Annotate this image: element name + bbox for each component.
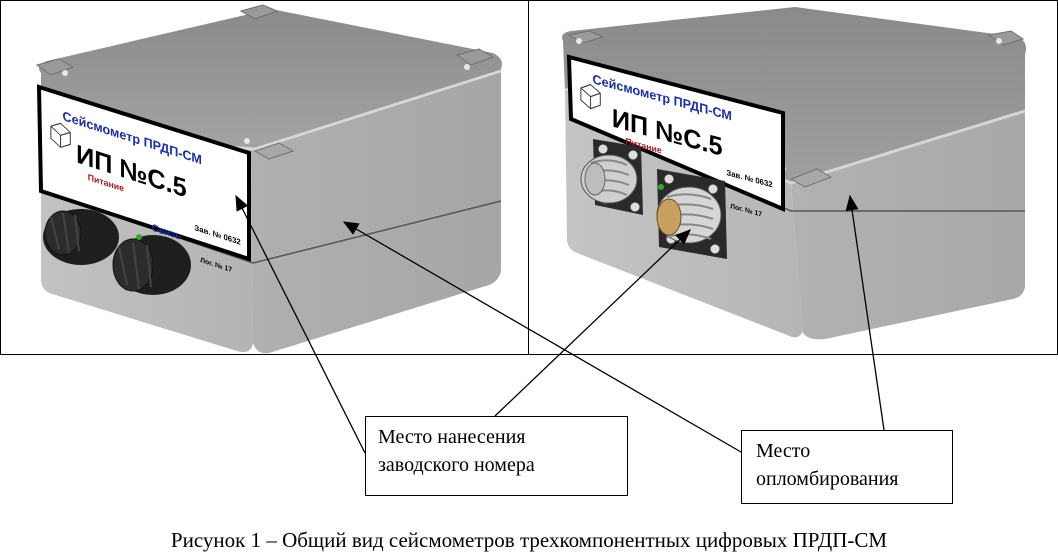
callout-serial-line1: Место нанесения bbox=[378, 426, 526, 448]
connector-power bbox=[580, 139, 643, 215]
cable-gland-left bbox=[43, 209, 119, 265]
seismometer-left-view: Сейсмометр ПРДП-СМ ИП №С.5 Питание Связь… bbox=[35, 4, 502, 354]
connector-link bbox=[656, 169, 727, 259]
callout-seal-line2: опломбирования bbox=[756, 468, 899, 490]
cable-gland-right bbox=[112, 234, 191, 295]
left-view-panel: Сейсмометр ПРДП-СМ ИП №С.5 Питание Связь… bbox=[0, 0, 530, 355]
box-top-face bbox=[39, 9, 502, 151]
seismometer-right-view: Сейсмометр ПРДП-СМ ИП №С.5 Питание Связь… bbox=[562, 7, 1026, 340]
callout-seal-line1: Место bbox=[756, 440, 811, 462]
right-view-panel: Сейсмометр ПРДП-СМ ИП №С.5 Питание Связь… bbox=[528, 0, 1058, 355]
callout-serial-place: Место нанесения заводского номера bbox=[365, 416, 628, 496]
callout-serial-line2: заводского номера bbox=[378, 454, 535, 476]
box-top-face bbox=[562, 7, 1026, 185]
figure-caption: Рисунок 1 – Общий вид сейсмометров трехк… bbox=[170, 528, 888, 552]
callout-seal-place: Место опломбирования bbox=[741, 430, 953, 504]
device-label-plate bbox=[566, 54, 785, 213]
